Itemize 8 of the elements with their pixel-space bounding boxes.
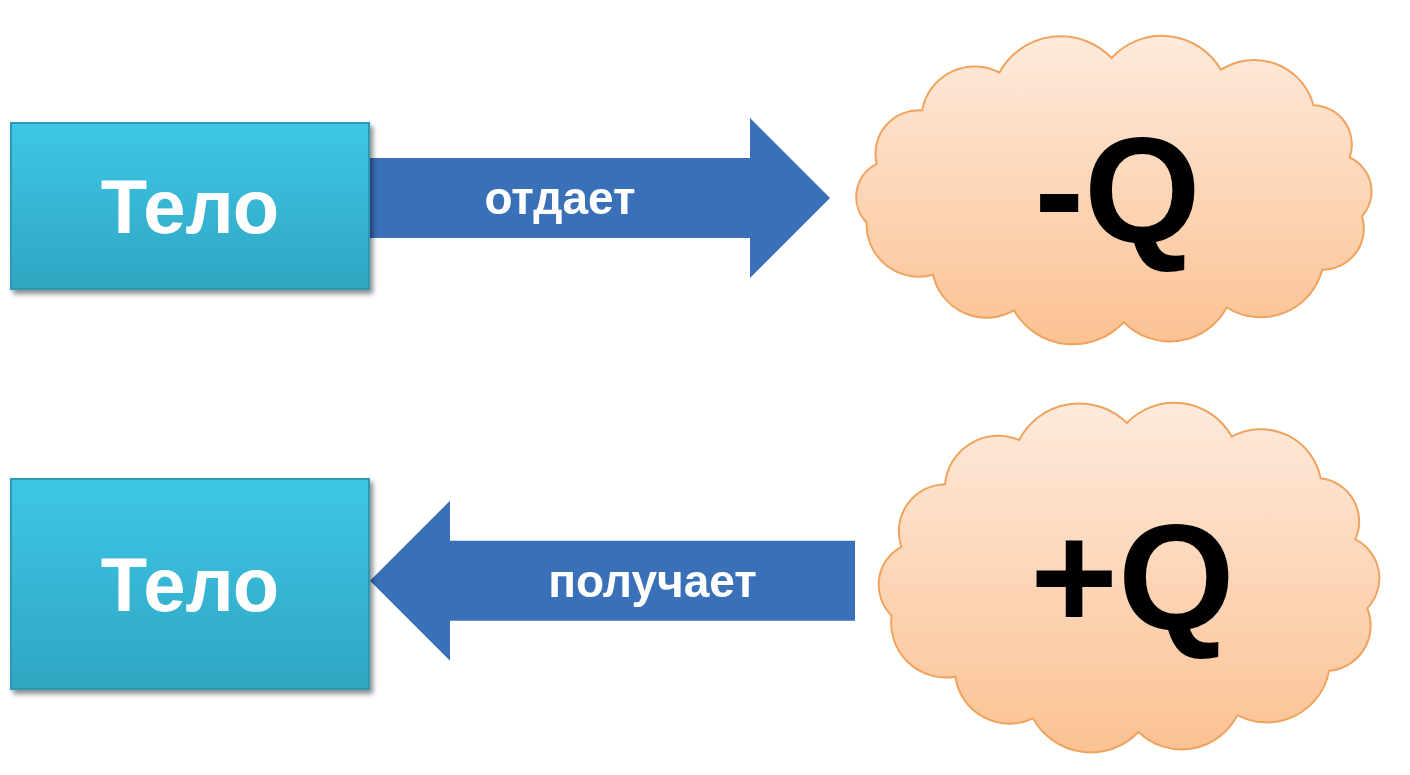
node-label: Тело [100, 162, 280, 250]
node-label: Тело [100, 540, 280, 628]
heat-label: +Q [1030, 492, 1235, 663]
edge-label: получает [548, 553, 757, 608]
process-box [10, 478, 370, 690]
process-box [10, 122, 370, 290]
heat-label: -Q [1034, 104, 1201, 276]
edge-label: отдает [484, 171, 636, 225]
